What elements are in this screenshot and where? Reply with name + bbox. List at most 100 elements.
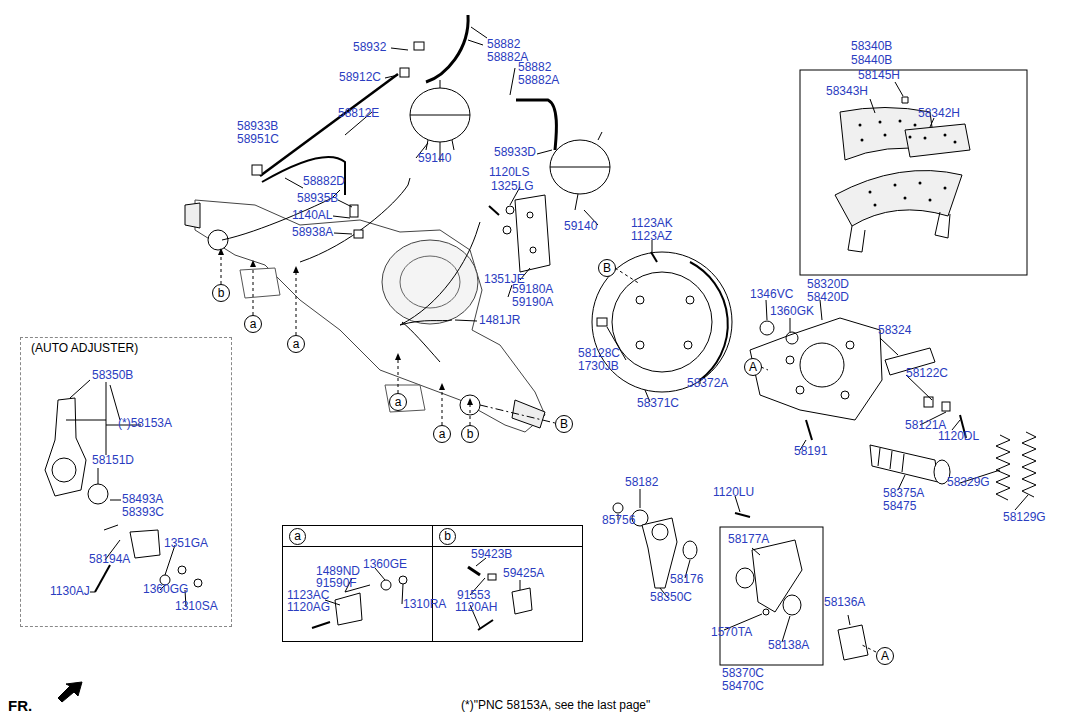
callout-letter: a [289,528,306,545]
part-number: 58912C [339,71,381,84]
circled-letter: b [212,284,230,302]
part-number: 1360GE [363,558,407,571]
part-number: 58176 [670,573,703,586]
callout-letter: a [288,336,304,352]
part-number: 58138A [768,639,809,652]
circled-letter: a [389,393,407,411]
part-number: 58882 [518,61,551,74]
callout-letter: b [462,426,478,442]
part-number: 1310SA [175,600,218,613]
group-title: (AUTO ADJUSTER) [31,341,138,355]
part-number: 1120LS [489,166,529,179]
callout-letter: b [439,528,456,545]
circled-letter: B [555,415,573,433]
callout-letter: b [213,285,229,301]
part-number: 58129G [1003,511,1046,524]
circled-letter: B [598,259,616,277]
part-number: 1360GK [770,305,814,318]
part-number: 58951C [237,133,279,146]
part-number: 58393C [122,506,164,519]
part-number: 58493A [122,493,163,506]
callout-letter: a [245,316,261,332]
part-number: 1346VC [750,288,793,301]
part-number: 59140 [418,152,451,165]
part-number: 1360GG [143,583,188,596]
part-number: 58440B [851,54,892,67]
part-number: 59140 [564,220,597,233]
part-number: 1130AJ [50,585,90,598]
circled-letter: a [244,315,262,333]
circled-letter: a [287,335,305,353]
detail-cell: b [432,525,583,642]
part-number: 58882D [303,175,345,188]
callout-letter: A [745,359,761,375]
cell-header-rule [283,546,432,547]
part-number: 1481JR [479,314,520,327]
part-number: 58122C [906,367,948,380]
part-number: 1730JB [578,360,619,373]
part-number: 58340B [851,40,892,53]
callout-letter: B [599,260,615,276]
part-number: 85756 [602,514,635,527]
part-number: 1570TA [711,626,752,639]
part-number: 58932 [353,41,386,54]
part-number: 58182 [625,476,658,489]
part-number: 58470C [722,680,764,693]
part-number: 59425A [503,567,544,580]
circled-letter: A [876,647,894,665]
part-number: 1120AG [287,601,330,614]
cell-header-rule [433,546,582,547]
part-number: 58342H [918,107,960,120]
part-number: 58420D [807,291,849,304]
part-number: 58882 [487,38,520,51]
circled-letter: A [744,358,762,376]
part-number: 59180A [512,283,553,296]
part-number: 1123AZ [631,230,672,243]
callout-letter: a [390,394,406,410]
part-number: 58136A [824,596,865,609]
part-number: 58933D [494,146,536,159]
part-number: 58372A [687,377,728,390]
part-number: 58933B [237,120,278,133]
part-number: 58145H [858,69,900,82]
part-number: 1120DL [938,430,979,443]
part-number: 58350B [92,369,133,382]
part-number: 1120AH [455,601,497,614]
part-number: 58324 [878,324,911,337]
part-number: 58938A [292,226,333,239]
part-number: 58343H [826,85,868,98]
part-number: 58177A [728,533,769,546]
part-number: 1140AL [292,209,332,222]
part-number: 58370C [722,667,764,680]
part-number: 58882A [518,74,559,87]
part-number: 58128C [578,347,620,360]
part-number: (*)58153A [118,417,172,430]
callout-letter: B [556,416,572,432]
part-number: 58329G [947,476,990,489]
part-number: 58320D [807,278,849,291]
callout-letter: A [877,648,893,664]
part-number: 1123AK [631,217,673,230]
part-number: 58194A [89,553,130,566]
part-number: 58475 [883,500,916,513]
part-number: 58375A [883,487,924,500]
part-number: 59423B [471,548,512,561]
callout-letter: a [434,426,450,442]
part-number: 58812E [338,107,379,120]
part-number: 1120LU [713,486,754,499]
detail-cell: a [282,525,433,642]
part-number: 58151D [92,454,134,467]
part-number: 58371C [637,397,679,410]
part-number: 1351GA [164,537,208,550]
part-number: 58191 [794,445,827,458]
part-number: 58935B [297,192,338,205]
front-marker: FR. [8,698,32,714]
part-number: 59190A [512,296,553,309]
part-number: 58350C [650,591,692,604]
part-number: 1310RA [403,598,446,611]
footnote: (*)"PNC 58153A, see the last page" [461,699,650,712]
circled-letter: b [461,425,479,443]
part-number: 1325LG [491,180,534,193]
